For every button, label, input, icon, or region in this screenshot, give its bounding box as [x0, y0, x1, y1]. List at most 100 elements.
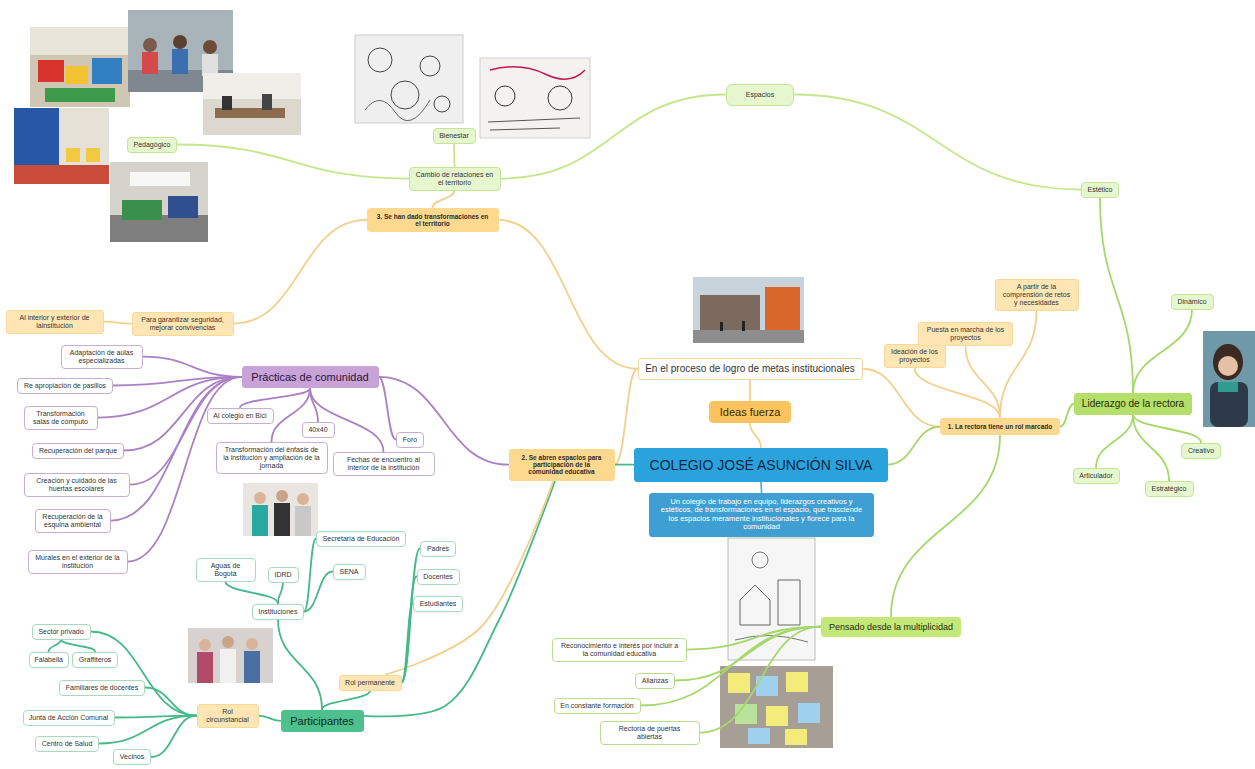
photo [252, 505, 268, 536]
branch-connector [1133, 310, 1192, 393]
leaf-box: Murales en el exterior de la institución [28, 550, 128, 574]
branch-connector [177, 145, 409, 179]
sketch [365, 100, 430, 121]
node-text: 40x40 [308, 426, 329, 434]
node-text: Estético [1087, 186, 1113, 194]
node-text: Estratégico [1151, 485, 1188, 493]
leaf-box: Foro [396, 432, 424, 448]
photo [66, 148, 80, 162]
node-text: Un colegio de trabajo en equipo, lideraz… [658, 498, 865, 533]
branch-connector [151, 716, 197, 757]
leaf-box: Vecinos [113, 749, 151, 765]
leaf-box: IDRD [268, 567, 299, 583]
branch-connector [749, 380, 751, 401]
leaf-box: Junta de Acción Comunal [23, 710, 115, 726]
node-text: Al interior y exterior de lainstitución [12, 314, 98, 330]
photo [203, 40, 217, 54]
node-text: Recuperación de la esquina ambiental [41, 513, 105, 529]
subtopic-box: Puesta en marcha de los proyectos [918, 322, 1013, 346]
leaf-box: Instituciones [252, 604, 304, 620]
branch-connector [687, 627, 821, 650]
node-text: Rol circunstancial [203, 708, 253, 724]
photo [798, 703, 820, 723]
subtopic-box: Para garantizar seguridad, mejorar convi… [132, 312, 234, 336]
photo [38, 60, 64, 82]
branch-connector [453, 144, 455, 167]
photo [142, 52, 158, 74]
node-text: Foro [402, 436, 418, 444]
sketch [355, 35, 463, 123]
key-idea-box: 2. Se abren espacios para participación … [509, 449, 615, 481]
node-text: Articulador [1079, 472, 1114, 480]
subtopic-box: Cambio de relaciones en el territorio [409, 167, 501, 191]
branch-connector [402, 577, 417, 683]
node-text: Transformación del énfasis de la institu… [222, 446, 322, 470]
photo [143, 38, 157, 52]
photo [173, 35, 187, 49]
branch-connector [915, 368, 1001, 418]
sketch [420, 56, 440, 76]
branch-connector [966, 346, 1001, 418]
photo [202, 54, 218, 76]
node-text: Creativo [1187, 447, 1215, 455]
node-text: 1. La rectora tiene un rol marcado [947, 423, 1053, 430]
photo [766, 706, 788, 726]
leaf-box: Familiares de docentes [59, 680, 145, 696]
node-text: Liderazgo de la rectora [1081, 398, 1185, 410]
branch-connector [240, 388, 310, 407]
subtopic-box: Dinámico [1171, 294, 1214, 310]
photo [262, 94, 272, 110]
sketch [752, 552, 768, 568]
node-text: A partir de la comprensión de retos y ne… [1001, 283, 1073, 307]
node-text: Estudiantes [419, 600, 457, 608]
photo [720, 666, 833, 748]
main-branch: Participantes [281, 710, 364, 733]
branch-connector [322, 691, 370, 710]
leaf-box: Transformación salas de cómputo [24, 406, 98, 430]
leaf-box: Aguas de Bogotá [196, 558, 256, 582]
photo [14, 108, 109, 184]
subtopic-box: Articulador [1073, 468, 1120, 484]
leaf-box: Reconocimiento e interés por incluir a l… [552, 638, 687, 662]
photo [246, 638, 258, 650]
photo [222, 96, 232, 110]
main-branch: Pensado desde la multiplicidad [821, 617, 961, 637]
node-text: En constante formación [560, 702, 635, 710]
photo [700, 295, 760, 333]
photo [720, 322, 723, 331]
photo [30, 27, 130, 55]
subtopic-box: Estratégico [1145, 481, 1194, 497]
photo [244, 651, 260, 683]
subtopic-box: Pedagógico [127, 137, 177, 153]
node-text: Murales en el exterior de la institución [34, 554, 122, 570]
sketch [480, 58, 590, 138]
branch-box: En el proceso de logro de metas instituc… [638, 358, 863, 380]
node-text: Junta de Acción Comunal [29, 714, 109, 722]
photo [693, 330, 804, 343]
branch-connector [615, 464, 635, 466]
branch-connector [278, 620, 322, 710]
branch-connector [1060, 404, 1074, 427]
node-text: Cambio de relaciones en el territorio [415, 171, 495, 187]
sketch [434, 96, 450, 112]
photo [66, 66, 88, 84]
node-text: Instituciones [258, 608, 298, 616]
photo [172, 49, 188, 74]
photo [1218, 382, 1238, 392]
branch-connector [145, 688, 197, 716]
photo [110, 162, 208, 242]
subtopic-box: Rol permanente [339, 675, 402, 691]
photo [720, 666, 833, 748]
branch-connector [402, 604, 414, 683]
leaf-box: Transformación del énfasis de la institu… [216, 442, 328, 474]
photo [130, 172, 190, 186]
leaf-box: Graffiteros [72, 652, 118, 668]
sketch [368, 48, 392, 72]
photo [243, 483, 318, 536]
leaf-box: Centro de Salud [35, 736, 99, 752]
node-text: Transformación salas de cómputo [30, 410, 92, 426]
leaf-box: Al colegio en Bici [207, 408, 274, 424]
photo [785, 729, 807, 745]
node-text: Padres [426, 545, 450, 553]
